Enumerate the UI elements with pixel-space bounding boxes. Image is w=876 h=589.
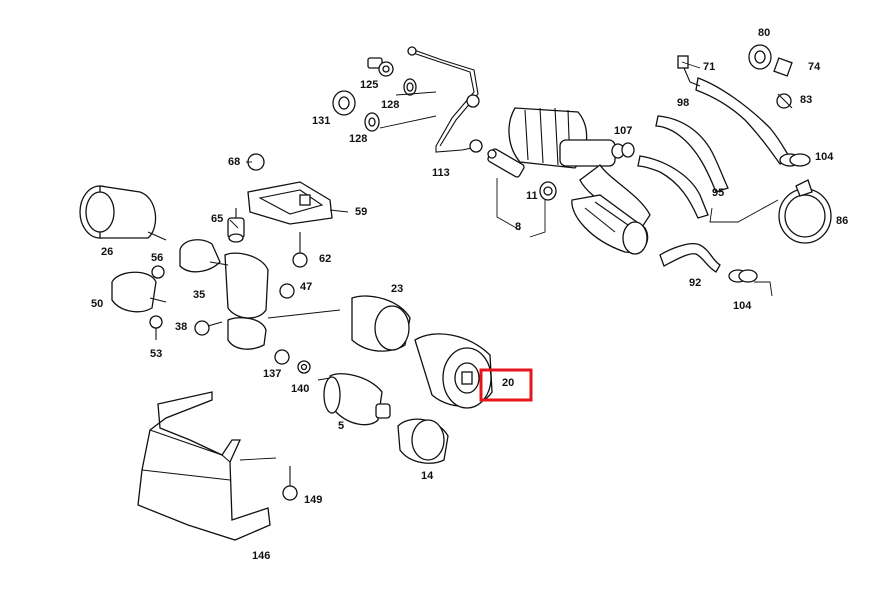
part-label-137: 137 (263, 368, 281, 380)
part-label-65: 65 (211, 213, 223, 225)
part-label-38: 38 (175, 321, 187, 333)
part-label-149: 149 (304, 494, 322, 506)
screw-149 (282, 466, 298, 501)
part-label-53: 53 (150, 348, 162, 360)
part-label-20: 20 (502, 377, 514, 389)
part-label-68: 68 (228, 156, 240, 168)
part-label-71: 71 (703, 61, 715, 73)
part-label-104: 104 (815, 151, 834, 163)
accumulator-26 (79, 185, 167, 241)
clamp-107 (611, 142, 635, 159)
part-label-74: 74 (808, 61, 821, 73)
part-label-50: 50 (91, 298, 103, 310)
part-label-125: 125 (360, 79, 378, 91)
part-label-11: 11 (526, 190, 538, 202)
sleeve-23 (351, 295, 411, 352)
nut-56 (151, 265, 165, 279)
part-label-86: 86 (836, 215, 848, 227)
part-label-23: 23 (391, 283, 403, 295)
clamp-74 (773, 57, 793, 77)
washer-128-b (364, 112, 380, 132)
washer-140 (297, 360, 311, 374)
part-label-140: 140 (291, 383, 309, 395)
part-label-113: 113 (432, 167, 450, 179)
screw-62 (292, 232, 308, 268)
part-label-26: 26 (101, 246, 113, 258)
guard-plate-146 (137, 391, 271, 541)
bracket-59 (247, 181, 333, 225)
cap-80 (748, 44, 772, 70)
nut-131 (332, 90, 356, 116)
part-label-107: 107 (614, 125, 632, 137)
part-label-128: 128 (381, 99, 399, 111)
clamp-35 (179, 239, 269, 350)
hose-92 (659, 243, 721, 273)
bolt-38 (194, 320, 223, 336)
part-label-128: 128 (349, 133, 367, 145)
banjo-bolt-125 (367, 57, 394, 77)
part-label-95: 95 (712, 187, 724, 199)
filter-housing-mid (571, 194, 649, 255)
nut-47 (279, 283, 295, 299)
screw-83 (776, 93, 793, 109)
clamp-104-bottom (728, 269, 758, 283)
part-label-80: 80 (758, 27, 770, 39)
part-label-146: 146 (252, 550, 270, 562)
bushing-65 (227, 208, 245, 243)
part-label-8: 8 (515, 221, 521, 233)
part-label-14: 14 (421, 470, 434, 482)
bolt-53 (149, 315, 163, 340)
part-label-5: 5 (338, 420, 344, 432)
fuel-damper-8 (487, 148, 525, 178)
part-label-104: 104 (733, 300, 752, 312)
pump-86 (778, 179, 832, 244)
clamp-104-top (779, 153, 811, 167)
fuel-pump-5 (317, 373, 391, 426)
fuel-accumulator (508, 107, 651, 232)
hose-95 (637, 155, 709, 219)
washer-128-a (403, 78, 417, 96)
part-label-83: 83 (800, 94, 812, 106)
part-label-92: 92 (689, 277, 701, 289)
washer-11 (539, 181, 557, 201)
sleeve-14 (397, 418, 449, 464)
part-label-47: 47 (300, 281, 312, 293)
nut-137 (274, 349, 290, 365)
hose-107 (655, 115, 729, 193)
part-label-56: 56 (151, 252, 163, 264)
part-label-98: 98 (677, 97, 689, 109)
clamp-50 (111, 271, 167, 313)
part-label-35: 35 (193, 289, 205, 301)
part-label-59: 59 (355, 206, 367, 218)
highlight-box (479, 368, 533, 402)
fuel-filter-20 (414, 333, 493, 409)
fuel-line-113 (407, 46, 483, 153)
part-label-131: 131 (312, 115, 330, 127)
part-label-62: 62 (319, 253, 331, 265)
